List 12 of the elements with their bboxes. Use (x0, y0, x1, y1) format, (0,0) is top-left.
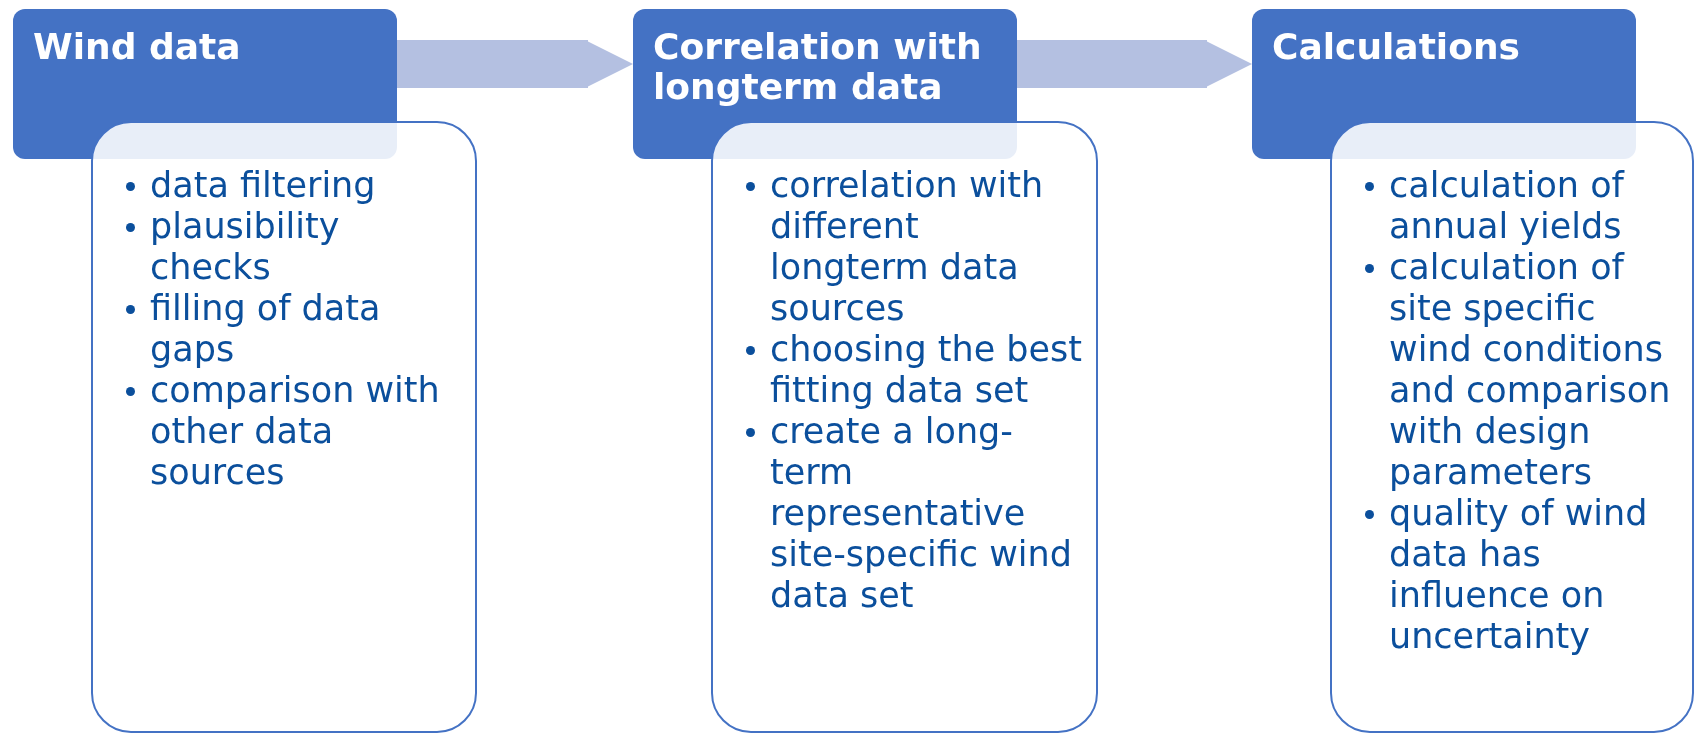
step-detail-box (1330, 121, 1694, 733)
bullet-item: comparison with other data sources (123, 370, 461, 493)
step-title: Correlation with longterm data (653, 26, 982, 107)
block-arrow (1017, 40, 1252, 88)
block-arrow (397, 40, 633, 88)
step-title: Wind data (33, 26, 241, 67)
bullet-item: quality of wind data has influence on uncertainty (1362, 493, 1678, 657)
step-title: Calculations (1272, 26, 1520, 67)
bullet-item: create a long-term representative site-specific wind data set (743, 411, 1082, 616)
step-detail-box (91, 121, 477, 733)
step-detail-box (711, 121, 1098, 733)
bullet-item: data filtering (123, 165, 461, 206)
